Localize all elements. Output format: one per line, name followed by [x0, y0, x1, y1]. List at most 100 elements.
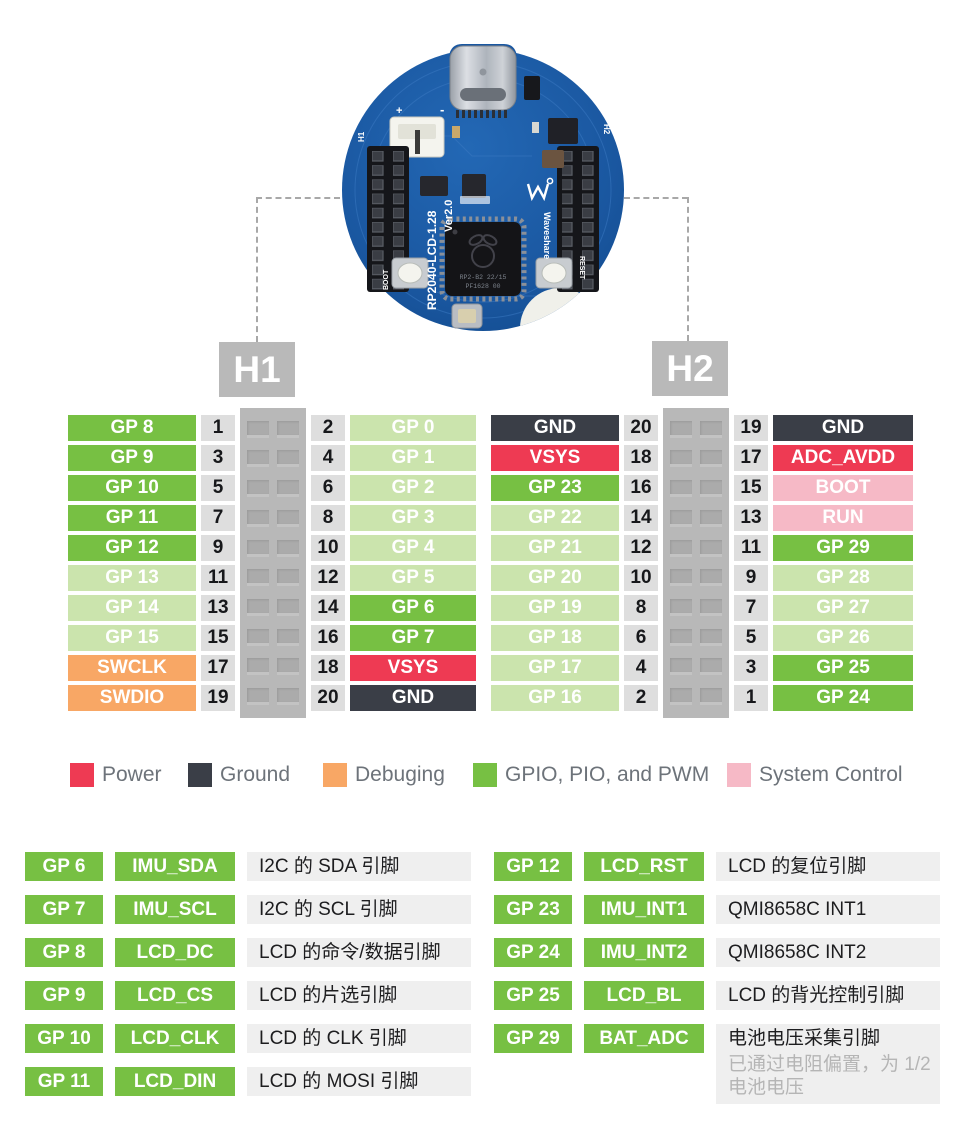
pin-label-right: GP 29: [773, 535, 913, 561]
pin-label-right: VSYS: [350, 655, 476, 681]
pin-label-left: GP 21: [491, 535, 619, 561]
connector-pad-row: [663, 599, 729, 617]
pin-label-right: GP 26: [773, 625, 913, 651]
pin-label-right: GND: [350, 685, 476, 711]
function-description-text: LCD 的命令/数据引脚: [259, 942, 441, 963]
function-table-left: GP 6 IMU_SDA I2C 的 SDA 引脚 GP 7 IMU_SCL I…: [25, 852, 475, 1110]
connector-pad-row: [240, 628, 306, 646]
connector-pad: [247, 420, 270, 438]
boot-label: BOOT: [383, 269, 390, 290]
pin-number-right: 7: [734, 595, 768, 621]
function-description: LCD 的背光控制引脚: [716, 981, 940, 1010]
pin-label-right: ADC_AVDD: [773, 445, 913, 471]
function-row: GP 29 BAT_ADC 电池电压采集引脚 已通过电阻偏置，为 1/2 电池电…: [494, 1024, 944, 1104]
connector-pad: [247, 450, 270, 468]
function-description-text: LCD 的片选引脚: [259, 985, 398, 1006]
pin-number-left: 14: [624, 505, 658, 531]
pin-label-right: GP 24: [773, 685, 913, 711]
legend-label: System Control: [759, 763, 903, 786]
pin-label-left: GP 13: [68, 565, 196, 591]
function-description: LCD 的 CLK 引脚: [247, 1024, 471, 1053]
function-pin: GP 25: [494, 981, 572, 1010]
function-description: QMI8658C INT1: [716, 895, 940, 924]
pin-label-right: GP 3: [350, 505, 476, 531]
pin-label-right: GP 5: [350, 565, 476, 591]
pin-number-right: 2: [311, 415, 345, 441]
connector-pad: [670, 628, 693, 646]
function-signal: IMU_INT1: [584, 895, 704, 924]
function-row: GP 7 IMU_SCL I2C 的 SCL 引脚: [25, 895, 475, 924]
function-pin: GP 23: [494, 895, 572, 924]
pin-number-left: 19: [201, 685, 235, 711]
connector-pad-row: [240, 688, 306, 706]
usb-c-connector: [449, 45, 517, 118]
function-description: LCD 的命令/数据引脚: [247, 938, 471, 967]
pin-label-left: VSYS: [491, 445, 619, 471]
board-h2-header: H2: [557, 124, 611, 292]
function-signal: LCD_CS: [115, 981, 235, 1010]
pin-number-right: 13: [734, 505, 768, 531]
pin-number-right: 15: [734, 475, 768, 501]
function-description-note: 已通过电阻偏置，为 1/2 电池电压: [728, 1054, 931, 1098]
connector-pad: [699, 599, 722, 617]
connector-pad: [699, 420, 722, 438]
connector-pad: [670, 569, 693, 587]
connector-pad: [247, 628, 270, 646]
connector-pad: [699, 450, 722, 468]
pin-number-right: 3: [734, 655, 768, 681]
pin-label-left: GP 8: [68, 415, 196, 441]
function-description: I2C 的 SDA 引脚: [247, 852, 471, 881]
connector-pad-row: [663, 539, 729, 557]
connector-pad: [699, 509, 722, 527]
board-h1-header: H1: [357, 131, 409, 292]
pin-number-left: 5: [201, 475, 235, 501]
legend-swatch: [727, 763, 751, 787]
pin-label-left: GP 17: [491, 655, 619, 681]
connector-pad-row: [663, 628, 729, 646]
connector-pad: [276, 509, 299, 527]
connector-pad-row: [663, 509, 729, 527]
pin-label-left: GP 18: [491, 625, 619, 651]
pin-label-right: GP 1: [350, 445, 476, 471]
h2-callout-line-vertical: [687, 197, 689, 341]
pin-number-right: 11: [734, 535, 768, 561]
legend-label: Ground: [220, 763, 291, 786]
pin-number-left: 10: [624, 565, 658, 591]
pin-number-right: 5: [734, 625, 768, 651]
function-description-text: LCD 的背光控制引脚: [728, 985, 905, 1006]
connector-pad-row: [663, 688, 729, 706]
function-row: GP 9 LCD_CS LCD 的片选引脚: [25, 981, 475, 1010]
pin-label-right: GP 4: [350, 535, 476, 561]
function-description-text: QMI8658C INT1: [728, 899, 867, 920]
connector-pad: [247, 658, 270, 676]
pin-number-right: 9: [734, 565, 768, 591]
legend-item: Debuging: [323, 763, 445, 787]
pin-number-right: 16: [311, 625, 345, 651]
connector-pad: [670, 688, 693, 706]
pin-number-right: 12: [311, 565, 345, 591]
pin-label-left: GP 23: [491, 475, 619, 501]
pin-number-left: 13: [201, 595, 235, 621]
h2-callout-line-horizontal: [624, 197, 688, 199]
legend-swatch: [323, 763, 347, 787]
pin-number-left: 2: [624, 685, 658, 711]
connector-pad: [670, 658, 693, 676]
connector-pad: [699, 569, 722, 587]
connector-pad: [276, 628, 299, 646]
function-description: LCD 的复位引脚: [716, 852, 940, 881]
boot-button: BOOT: [383, 257, 429, 290]
connector-pad: [247, 599, 270, 617]
h1-connector-strip: [240, 408, 306, 718]
connector-pad: [670, 450, 693, 468]
function-signal: IMU_INT2: [584, 938, 704, 967]
pin-label-left: GP 12: [68, 535, 196, 561]
connector-pad: [247, 509, 270, 527]
connector-pad: [276, 688, 299, 706]
pin-number-left: 8: [624, 595, 658, 621]
pin-number-left: 11: [201, 565, 235, 591]
connector-pad: [699, 480, 722, 498]
legend-item: Power: [70, 763, 162, 787]
pin-number-right: 10: [311, 535, 345, 561]
pin-label-right: GP 28: [773, 565, 913, 591]
function-description-text: I2C 的 SDA 引脚: [259, 856, 400, 877]
